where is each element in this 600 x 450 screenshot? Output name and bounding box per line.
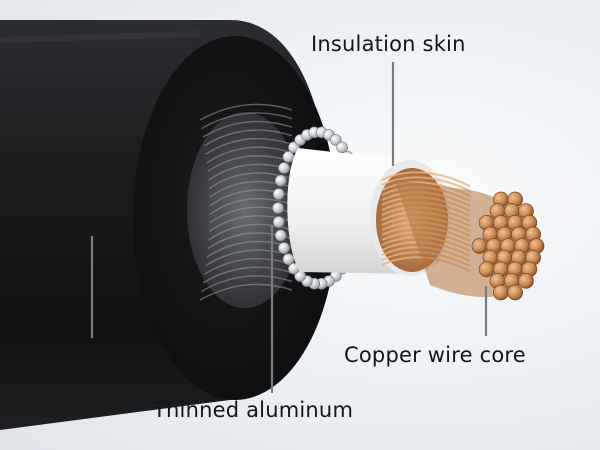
aluminum-strand-line	[207, 155, 293, 173]
label-thinned-aluminum: Thinned aluminum	[153, 398, 354, 422]
aluminum-bundle	[187, 112, 303, 308]
copper-strand-end	[478, 261, 495, 278]
leader-lines	[90, 62, 488, 393]
label-copper-core: Copper wire core	[344, 343, 526, 367]
aluminum-strand	[278, 242, 290, 254]
aluminum-strand-line	[208, 223, 293, 241]
copper-core	[376, 168, 545, 301]
aluminum-strand-line	[205, 137, 293, 155]
aluminum-strand	[288, 141, 300, 154]
copper-strand-line	[381, 176, 471, 192]
aluminum-strand-line	[203, 257, 293, 275]
aluminum-strand-line	[201, 112, 293, 130]
aluminum-strand-line	[202, 266, 293, 284]
aluminum-strand-line	[201, 275, 293, 293]
aluminum-strand-line	[206, 146, 293, 164]
aluminum-strand	[282, 253, 295, 266]
aluminum-strand-lines	[199, 103, 293, 301]
aluminum-strand	[272, 216, 285, 228]
aluminum-strand	[282, 150, 295, 163]
aluminum-strand	[272, 188, 285, 200]
copper-strand-end	[471, 238, 488, 254]
copper-strand-line	[381, 171, 471, 187]
copper-strand-end	[493, 284, 509, 301]
aluminum-strand	[330, 134, 342, 146]
aluminum-strand	[274, 229, 287, 242]
aluminum-strand-line	[199, 103, 293, 121]
copper-strand-end	[518, 273, 534, 289]
aluminum-strand	[336, 141, 348, 154]
label-insulation-top: Insulation skin	[311, 32, 466, 56]
aluminum-strand-line	[202, 120, 293, 138]
label-insulation-left: Insulation skin	[16, 341, 171, 365]
aluminum-strand	[278, 162, 290, 174]
aluminum-strand-line	[203, 129, 293, 147]
aluminum-strand	[272, 202, 284, 214]
copper-strand-end	[507, 284, 523, 301]
aluminum-strand-line	[209, 197, 293, 215]
aluminum-strand-line	[199, 283, 293, 301]
aluminum-strand	[274, 174, 287, 187]
